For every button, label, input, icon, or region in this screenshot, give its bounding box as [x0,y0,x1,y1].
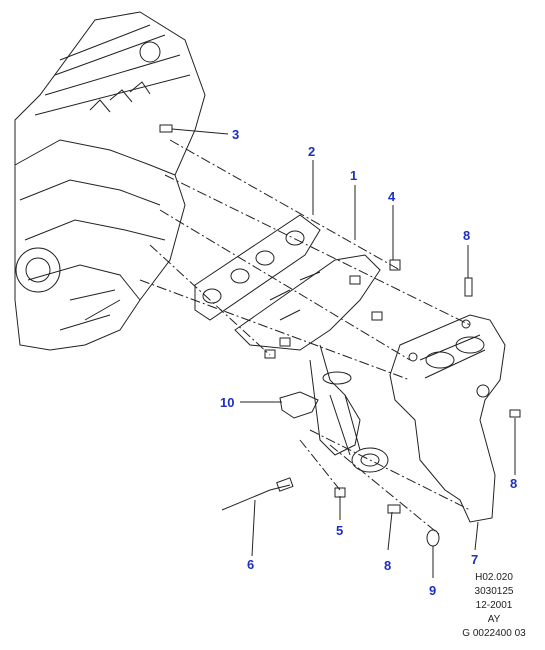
callout-5: 5 [336,523,344,538]
callout-2: 2 [308,144,316,159]
ref-line-3: 12-2001 [475,600,513,611]
bracket [240,391,319,419]
callout-8-right: 8 [510,476,518,491]
gasket [194,214,321,321]
callout-9: 9 [429,583,437,598]
exhaust-manifold [234,254,389,473]
callout-10: 10 [220,395,235,410]
callout-leaders [171,128,516,578]
ref-line-5: G 0022400 03 [462,628,526,639]
ref-line-2: 3030125 [474,586,514,597]
callout-3: 3 [232,127,240,142]
alignment-lines [139,139,471,536]
fasteners [159,124,521,547]
engine-block [14,11,206,351]
callout-8-bottom: 8 [384,558,392,573]
callout-7: 7 [471,552,479,567]
heat-shield [389,314,506,523]
callout-1: 1 [350,168,358,183]
oxygen-sensor [221,477,294,511]
ref-line-1: H02.020 [475,572,513,583]
callout-6: 6 [247,557,255,572]
callout-8-top: 8 [463,228,471,243]
callout-4: 4 [388,189,396,204]
ref-line-4: AY [487,614,501,625]
